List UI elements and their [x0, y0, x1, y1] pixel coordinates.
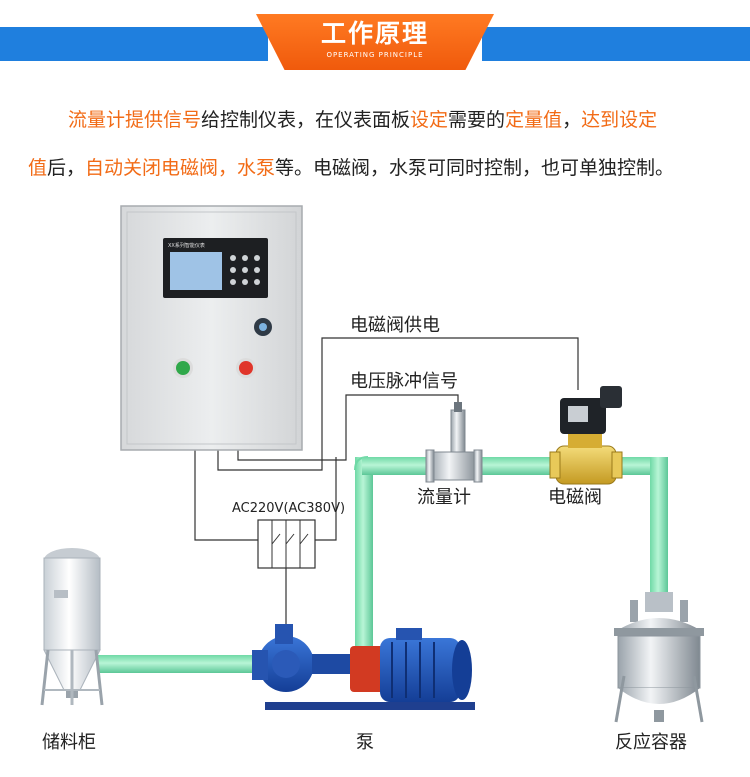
- label-pump: 泵: [356, 732, 374, 753]
- control-wires: [194, 337, 579, 640]
- display-title: XX系列智能仪表: [168, 242, 205, 249]
- header-badge: 工作原理 OPERATING PRINCIPLE: [256, 14, 494, 70]
- section-header: 工作原理 OPERATING PRINCIPLE: [0, 0, 750, 80]
- description-segment: 后，: [47, 157, 86, 179]
- label-storage-tank: 储料柜: [42, 732, 96, 753]
- description-segment: 等。电磁阀，水泵可同时控制，也可单独控制。: [275, 157, 675, 179]
- control-cabinet: XX系列智能仪表: [120, 205, 303, 451]
- header-band-right: [482, 27, 750, 61]
- description-segment: 自动关闭电磁阀，水泵: [85, 157, 276, 179]
- pump-coupling: [350, 646, 384, 692]
- reactor-vessel: [614, 592, 704, 723]
- power-breaker: [257, 519, 316, 569]
- diagram-labels: 电磁阀供电 电压脉冲信号 AC220V(AC380V) 流量计 电磁阀 储料柜 …: [42, 315, 687, 753]
- header-subtitle: OPERATING PRINCIPLE: [326, 51, 424, 59]
- description-segment: 定量值: [505, 109, 563, 131]
- description-segment: 流量计提供信号: [68, 109, 202, 131]
- header-title: 工作原理: [320, 19, 429, 48]
- description-line-2: 值后，自动关闭电磁阀，水泵等。电磁阀，水泵可同时控制，也可单独控制。: [28, 144, 728, 192]
- label-flowmeter: 流量计: [417, 487, 471, 508]
- solenoid-valve: [549, 386, 623, 485]
- controller-display: XX系列智能仪表: [163, 238, 268, 298]
- description: 流量计提供信号给控制仪表，在仪表面板设定需要的定量值，达到设定 值后，自动关闭电…: [28, 96, 728, 192]
- label-reactor: 反应容器: [615, 732, 687, 753]
- label-valve-power: 电磁阀供电: [350, 315, 440, 336]
- description-line-1: 流量计提供信号给控制仪表，在仪表面板设定需要的定量值，达到设定: [28, 96, 728, 144]
- description-segment: 需要的: [448, 109, 506, 131]
- start-button: [176, 361, 190, 375]
- pump: [252, 624, 475, 710]
- description-segment: 值: [28, 157, 48, 179]
- description-segment: 给控制仪表，在仪表面板: [201, 109, 411, 131]
- label-solenoid-valve: 电磁阀: [548, 487, 602, 508]
- stop-button: [239, 361, 253, 375]
- storage-tank: [40, 548, 104, 706]
- description-segment: 设定: [410, 109, 449, 131]
- label-pulse-signal: 电压脉冲信号: [350, 371, 458, 392]
- description-segment: ，: [562, 109, 582, 131]
- description-segment: 达到设定: [581, 109, 658, 131]
- flowmeter: [425, 402, 483, 483]
- label-power-supply: AC220V(AC380V): [232, 501, 345, 516]
- header-band-left: [0, 27, 268, 61]
